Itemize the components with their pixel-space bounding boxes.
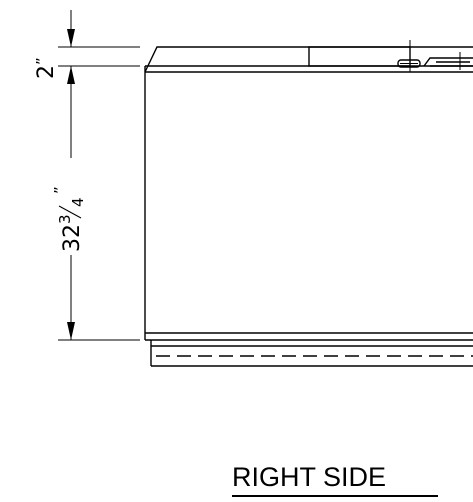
dim-height-frac-den: 4: [69, 197, 87, 207]
dim-height-frac-bar: [58, 205, 82, 219]
extension-lines: [58, 46, 140, 341]
latch-left: [397, 59, 421, 68]
dim-top-arrowhead-down: [67, 29, 75, 47]
view-title-underline: [232, 495, 438, 497]
dim-height-arrowhead-down: [67, 322, 75, 340]
hinge-plate: [308, 46, 411, 67]
dim-top-unit: ”: [33, 57, 51, 65]
latch-right: [423, 57, 473, 67]
dim-height-unit: ”: [51, 186, 69, 194]
dimension-height: 32 3 4 ”: [51, 120, 87, 340]
dim-height-frac-num: 3: [56, 214, 74, 224]
view-title: RIGHT SIDE: [232, 462, 387, 492]
base-detail: [150, 340, 473, 367]
cabinet-body: [144, 46, 473, 341]
hinge-detail: [308, 40, 473, 72]
dim-top-value: 2: [34, 65, 59, 79]
dim-top-arrowhead-up: [67, 66, 75, 84]
dim-height-whole: 32: [60, 224, 85, 252]
dimension-top: 2 ”: [33, 10, 75, 120]
